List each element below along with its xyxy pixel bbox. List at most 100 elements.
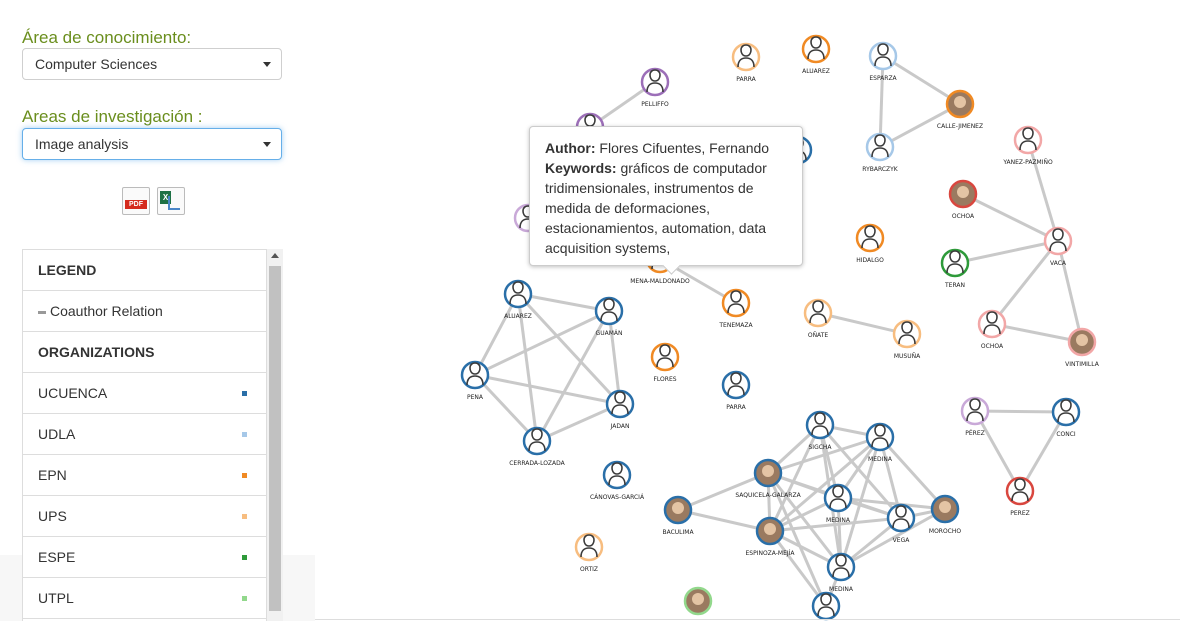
- author-node-circle[interactable]: [1051, 397, 1081, 427]
- author-node-circle[interactable]: [826, 552, 856, 582]
- author-node-circle[interactable]: [886, 503, 916, 533]
- author-node[interactable]: GUAMÁN: [594, 296, 624, 337]
- author-node-circle[interactable]: [960, 396, 990, 426]
- research-area-select[interactable]: Image analysis: [22, 128, 282, 160]
- author-node[interactable]: MOROCHO: [929, 494, 961, 535]
- author-node-circle[interactable]: [803, 298, 833, 328]
- author-node[interactable]: MUSUÑA: [892, 319, 922, 360]
- author-node-circle[interactable]: [868, 41, 898, 71]
- author-photo-icon: [1076, 334, 1088, 346]
- author-photo-icon: [939, 501, 951, 513]
- legend-org-ups[interactable]: UPS: [23, 496, 266, 537]
- author-node-circle[interactable]: [721, 370, 751, 400]
- author-node[interactable]: OÑATE: [803, 298, 833, 339]
- coauthor-edge: [607, 310, 622, 405]
- author-node-circle[interactable]: [605, 389, 635, 419]
- knowledge-area-value: Computer Sciences: [35, 56, 158, 72]
- author-node-circle[interactable]: [1005, 476, 1035, 506]
- tooltip-keywords-key: Keywords:: [545, 160, 617, 176]
- author-node[interactable]: SIGCHA: [805, 410, 835, 451]
- author-node-circle[interactable]: [977, 309, 1007, 339]
- legend-scrollbar[interactable]: [267, 249, 283, 621]
- legend-org-ucuenca[interactable]: UCUENCA: [23, 373, 266, 414]
- author-node[interactable]: CALLE-JIMENEZ: [937, 89, 983, 130]
- author-node-circle[interactable]: [1043, 226, 1073, 256]
- author-node-circle[interactable]: [1013, 125, 1043, 155]
- coauthor-edge: [768, 424, 822, 532]
- author-node-circle[interactable]: [940, 248, 970, 278]
- author-node-circle[interactable]: [522, 426, 552, 456]
- author-node[interactable]: VINTIMILLA: [1065, 327, 1100, 368]
- author-node[interactable]: OCHOA: [948, 179, 978, 220]
- author-node[interactable]: CONCI: [1051, 397, 1081, 438]
- author-node[interactable]: PELLIFFO: [640, 67, 670, 108]
- legend-org-epn[interactable]: EPN: [23, 455, 266, 496]
- legend-org-espe[interactable]: ESPE: [23, 537, 266, 578]
- legend-org-utpl[interactable]: UTPL: [23, 578, 266, 619]
- author-node[interactable]: CERRADA-LOZADA: [509, 426, 566, 467]
- author-node[interactable]: ESPARZA: [868, 41, 898, 82]
- author-node[interactable]: JADAN: [605, 389, 635, 430]
- author-node[interactable]: MEDINA: [826, 552, 856, 593]
- author-node[interactable]: ALUAREZ: [503, 279, 533, 320]
- author-node[interactable]: PEREZ: [1005, 476, 1035, 517]
- author-node[interactable]: TENEMAZA: [718, 288, 754, 329]
- author-node-circle[interactable]: [855, 223, 885, 253]
- author-node[interactable]: PARRA: [731, 42, 761, 83]
- person-icon: [611, 391, 629, 415]
- author-node-circle[interactable]: [721, 288, 751, 318]
- author-node-circle[interactable]: [823, 483, 853, 513]
- author-node[interactable]: [811, 591, 841, 621]
- author-node-label: YANEZ-PAZMIÑO: [1002, 159, 1053, 166]
- author-node-circle[interactable]: [805, 410, 835, 440]
- author-node[interactable]: MEDINA: [865, 422, 895, 463]
- author-node-circle[interactable]: [574, 532, 604, 562]
- author-node[interactable]: FLORES: [650, 342, 680, 383]
- author-node-circle[interactable]: [602, 460, 632, 490]
- author-node-label: TENEMAZA: [718, 322, 753, 329]
- author-node-circle[interactable]: [865, 132, 895, 162]
- author-node-circle[interactable]: [811, 591, 841, 621]
- author-node-circle[interactable]: [640, 67, 670, 97]
- person-icon: [727, 290, 745, 314]
- author-node-circle[interactable]: [892, 319, 922, 349]
- export-excel-button[interactable]: X: [157, 187, 185, 215]
- person-icon: [829, 485, 847, 509]
- author-node[interactable]: HIDALGO: [855, 223, 885, 264]
- author-node[interactable]: BACULIMA: [662, 495, 694, 536]
- author-node[interactable]: RYBARCZYK: [862, 132, 899, 173]
- author-node[interactable]: CÁNOVAS-GARCIÁ: [590, 460, 645, 501]
- coauthor-edge: [767, 435, 881, 475]
- legend-org-udla[interactable]: UDLA: [23, 414, 266, 455]
- author-node-label: MUSUÑA: [894, 353, 921, 360]
- person-icon: [811, 412, 829, 436]
- author-node[interactable]: PENA: [460, 360, 490, 401]
- person-icon: [1011, 478, 1029, 502]
- author-node[interactable]: PARRA: [721, 370, 751, 411]
- author-node[interactable]: ORTIZ: [574, 532, 604, 573]
- author-node[interactable]: ALUAREZ: [801, 34, 831, 75]
- author-node[interactable]: OCHOA: [977, 309, 1007, 350]
- author-node[interactable]: YANEZ-PAZMIÑO: [1002, 125, 1053, 166]
- author-node[interactable]: VACA: [1043, 226, 1073, 267]
- author-node[interactable]: VEGA: [886, 503, 916, 544]
- author-node[interactable]: MEDINA: [823, 483, 853, 524]
- author-node[interactable]: [683, 586, 713, 616]
- author-node-circle[interactable]: [594, 296, 624, 326]
- author-node[interactable]: SAQUICELA-GALARZA: [735, 458, 802, 499]
- scroll-up-icon[interactable]: [271, 253, 279, 258]
- author-node[interactable]: PÉREZ: [960, 396, 990, 437]
- author-node[interactable]: TERAN: [940, 248, 970, 289]
- author-node-circle[interactable]: [650, 342, 680, 372]
- author-node-circle[interactable]: [801, 34, 831, 64]
- author-node[interactable]: ESPINOZA-MEJÍA: [745, 516, 795, 557]
- author-node-circle[interactable]: [865, 422, 895, 452]
- knowledge-area-select[interactable]: Computer Sciences: [22, 48, 282, 80]
- author-node-label: PELLIFFO: [641, 101, 669, 108]
- scroll-thumb[interactable]: [269, 266, 281, 611]
- export-pdf-button[interactable]: PDF: [122, 187, 150, 215]
- author-node-circle[interactable]: [460, 360, 490, 390]
- author-node-circle[interactable]: [731, 42, 761, 72]
- author-node-circle[interactable]: [503, 279, 533, 309]
